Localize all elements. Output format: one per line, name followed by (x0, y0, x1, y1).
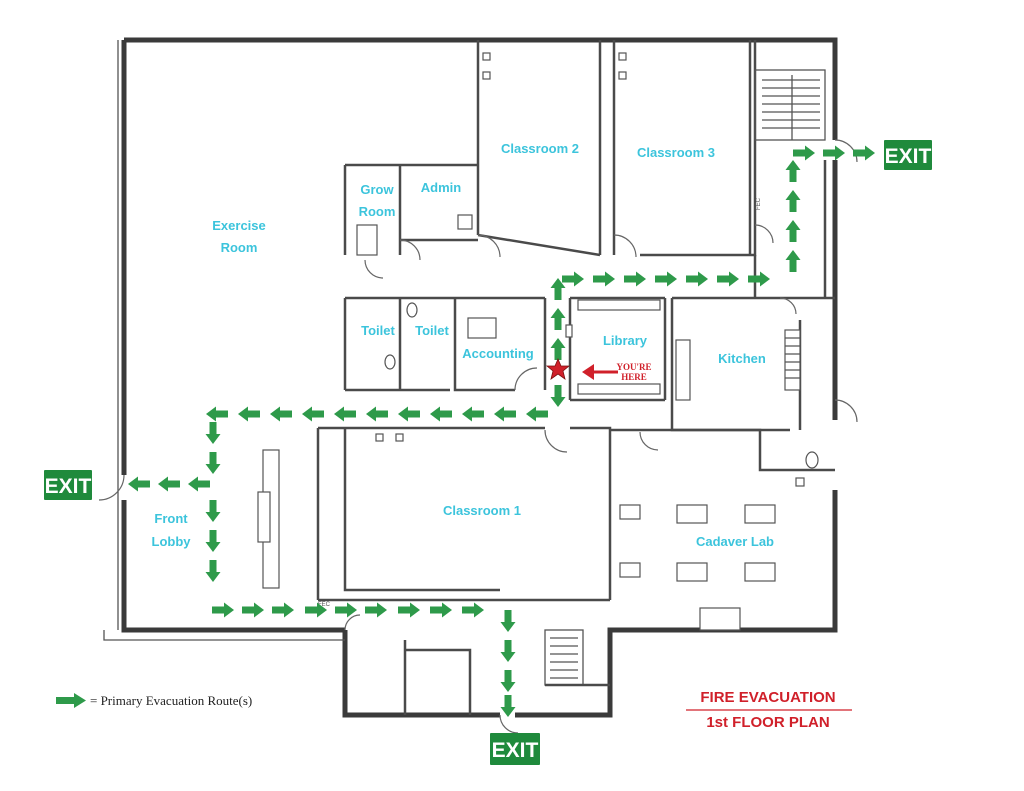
you-are-here-arrow-icon (582, 364, 618, 380)
route-arrow-icon (365, 602, 387, 618)
room-label-grow-1: Grow (360, 182, 394, 197)
room-label-library: Library (603, 333, 648, 348)
exit-sign-east-label: EXIT (885, 145, 932, 168)
doors (98, 139, 858, 734)
route-arrow-icon (270, 406, 292, 422)
route-arrow-icon (550, 385, 566, 407)
route-arrow-icon (188, 476, 210, 492)
exit-sign-west: EXIT (44, 470, 92, 500)
evacuation-route (128, 145, 875, 717)
room-label-accounting: Accounting (462, 346, 534, 361)
plan-title: FIRE EVACUATION 1st FLOOR PLAN (686, 689, 852, 731)
you-are-here-star-icon (545, 357, 571, 380)
outer-walls (103, 37, 838, 718)
route-arrow-icon (526, 406, 548, 422)
route-arrow-icon (128, 476, 150, 492)
route-arrow-icon (158, 476, 180, 492)
legend: = Primary Evacuation Route(s) (56, 693, 252, 708)
route-arrow-icon (462, 406, 484, 422)
you-are-here-marker: YOU'RE HERE (545, 357, 652, 382)
route-arrow-icon (302, 406, 324, 422)
route-arrow-icon (206, 406, 228, 422)
route-arrow-icon (550, 338, 566, 360)
route-arrow-icon (550, 278, 566, 300)
room-label-grow-2: Room (359, 204, 396, 219)
exit-sign-south: EXIT (490, 733, 540, 765)
route-arrow-icon (793, 145, 815, 161)
room-label-toilet-2: Toilet (415, 323, 449, 338)
route-arrow-icon (500, 610, 516, 632)
route-arrow-icon (823, 145, 845, 161)
route-arrow-icon (205, 530, 221, 552)
route-arrow-icon (500, 695, 516, 717)
route-arrow-icon (562, 271, 584, 287)
route-arrow-icon (305, 602, 327, 618)
route-arrow-icon (500, 640, 516, 662)
route-arrow-icon (398, 406, 420, 422)
route-arrow-icon (785, 160, 801, 182)
route-arrow-icon (366, 406, 388, 422)
room-label-front-1: Front (154, 511, 188, 526)
exit-sign-west-label: EXIT (45, 475, 92, 498)
route-arrow-icon (430, 602, 452, 618)
route-arrow-icon (212, 602, 234, 618)
legend-text: = Primary Evacuation Route(s) (90, 693, 252, 708)
room-label-cadaver-lab: Cadaver Lab (696, 534, 774, 549)
route-arrow-icon (56, 693, 86, 708)
room-label-classroom-2: Classroom 2 (501, 141, 579, 156)
room-label-exercise-2: Room (221, 240, 258, 255)
room-label-classroom-1: Classroom 1 (443, 503, 521, 518)
exit-sign-south-label: EXIT (492, 739, 539, 762)
route-arrow-icon (335, 602, 357, 618)
title-line-1: FIRE EVACUATION (700, 689, 835, 706)
route-arrow-icon (205, 500, 221, 522)
route-arrow-icon (748, 271, 770, 287)
route-arrow-icon (272, 602, 294, 618)
route-arrow-icon (785, 190, 801, 212)
room-label-admin: Admin (421, 180, 462, 195)
room-label-front-2: Lobby (152, 534, 192, 549)
fec-label-top: FEC (756, 197, 762, 210)
room-label-exercise-1: Exercise (212, 218, 266, 233)
you-are-here-text-2: HERE (621, 372, 647, 382)
fec-label-bottom: FEC (318, 602, 331, 608)
room-label-toilet-1: Toilet (361, 323, 395, 338)
route-arrow-icon (205, 452, 221, 474)
route-arrow-icon (462, 602, 484, 618)
route-arrow-icon (717, 271, 739, 287)
route-arrow-icon (238, 406, 260, 422)
route-arrow-icon (398, 602, 420, 618)
route-arrow-icon (430, 406, 452, 422)
route-arrow-icon (593, 271, 615, 287)
route-arrow-icon (686, 271, 708, 287)
room-label-classroom-3: Classroom 3 (637, 145, 715, 160)
exit-sign-east: EXIT (884, 140, 932, 170)
you-are-here-text-1: YOU'RE (616, 362, 651, 372)
route-arrow-icon (785, 250, 801, 272)
route-arrow-icon (785, 220, 801, 242)
route-arrow-icon (500, 670, 516, 692)
route-arrow-icon (494, 406, 516, 422)
title-line-2: 1st FLOOR PLAN (706, 714, 829, 731)
room-label-kitchen: Kitchen (718, 351, 766, 366)
route-arrow-icon (624, 271, 646, 287)
interior-walls (257, 40, 835, 715)
route-arrow-icon (205, 422, 221, 444)
route-arrow-icon (242, 602, 264, 618)
route-arrow-icon (550, 308, 566, 330)
route-arrow-icon (205, 560, 221, 582)
route-arrow-icon (853, 145, 875, 161)
route-arrow-icon (655, 271, 677, 287)
room-labels: Exercise Room Grow Room Admin Classroom … (152, 141, 775, 549)
route-arrow-icon (334, 406, 356, 422)
